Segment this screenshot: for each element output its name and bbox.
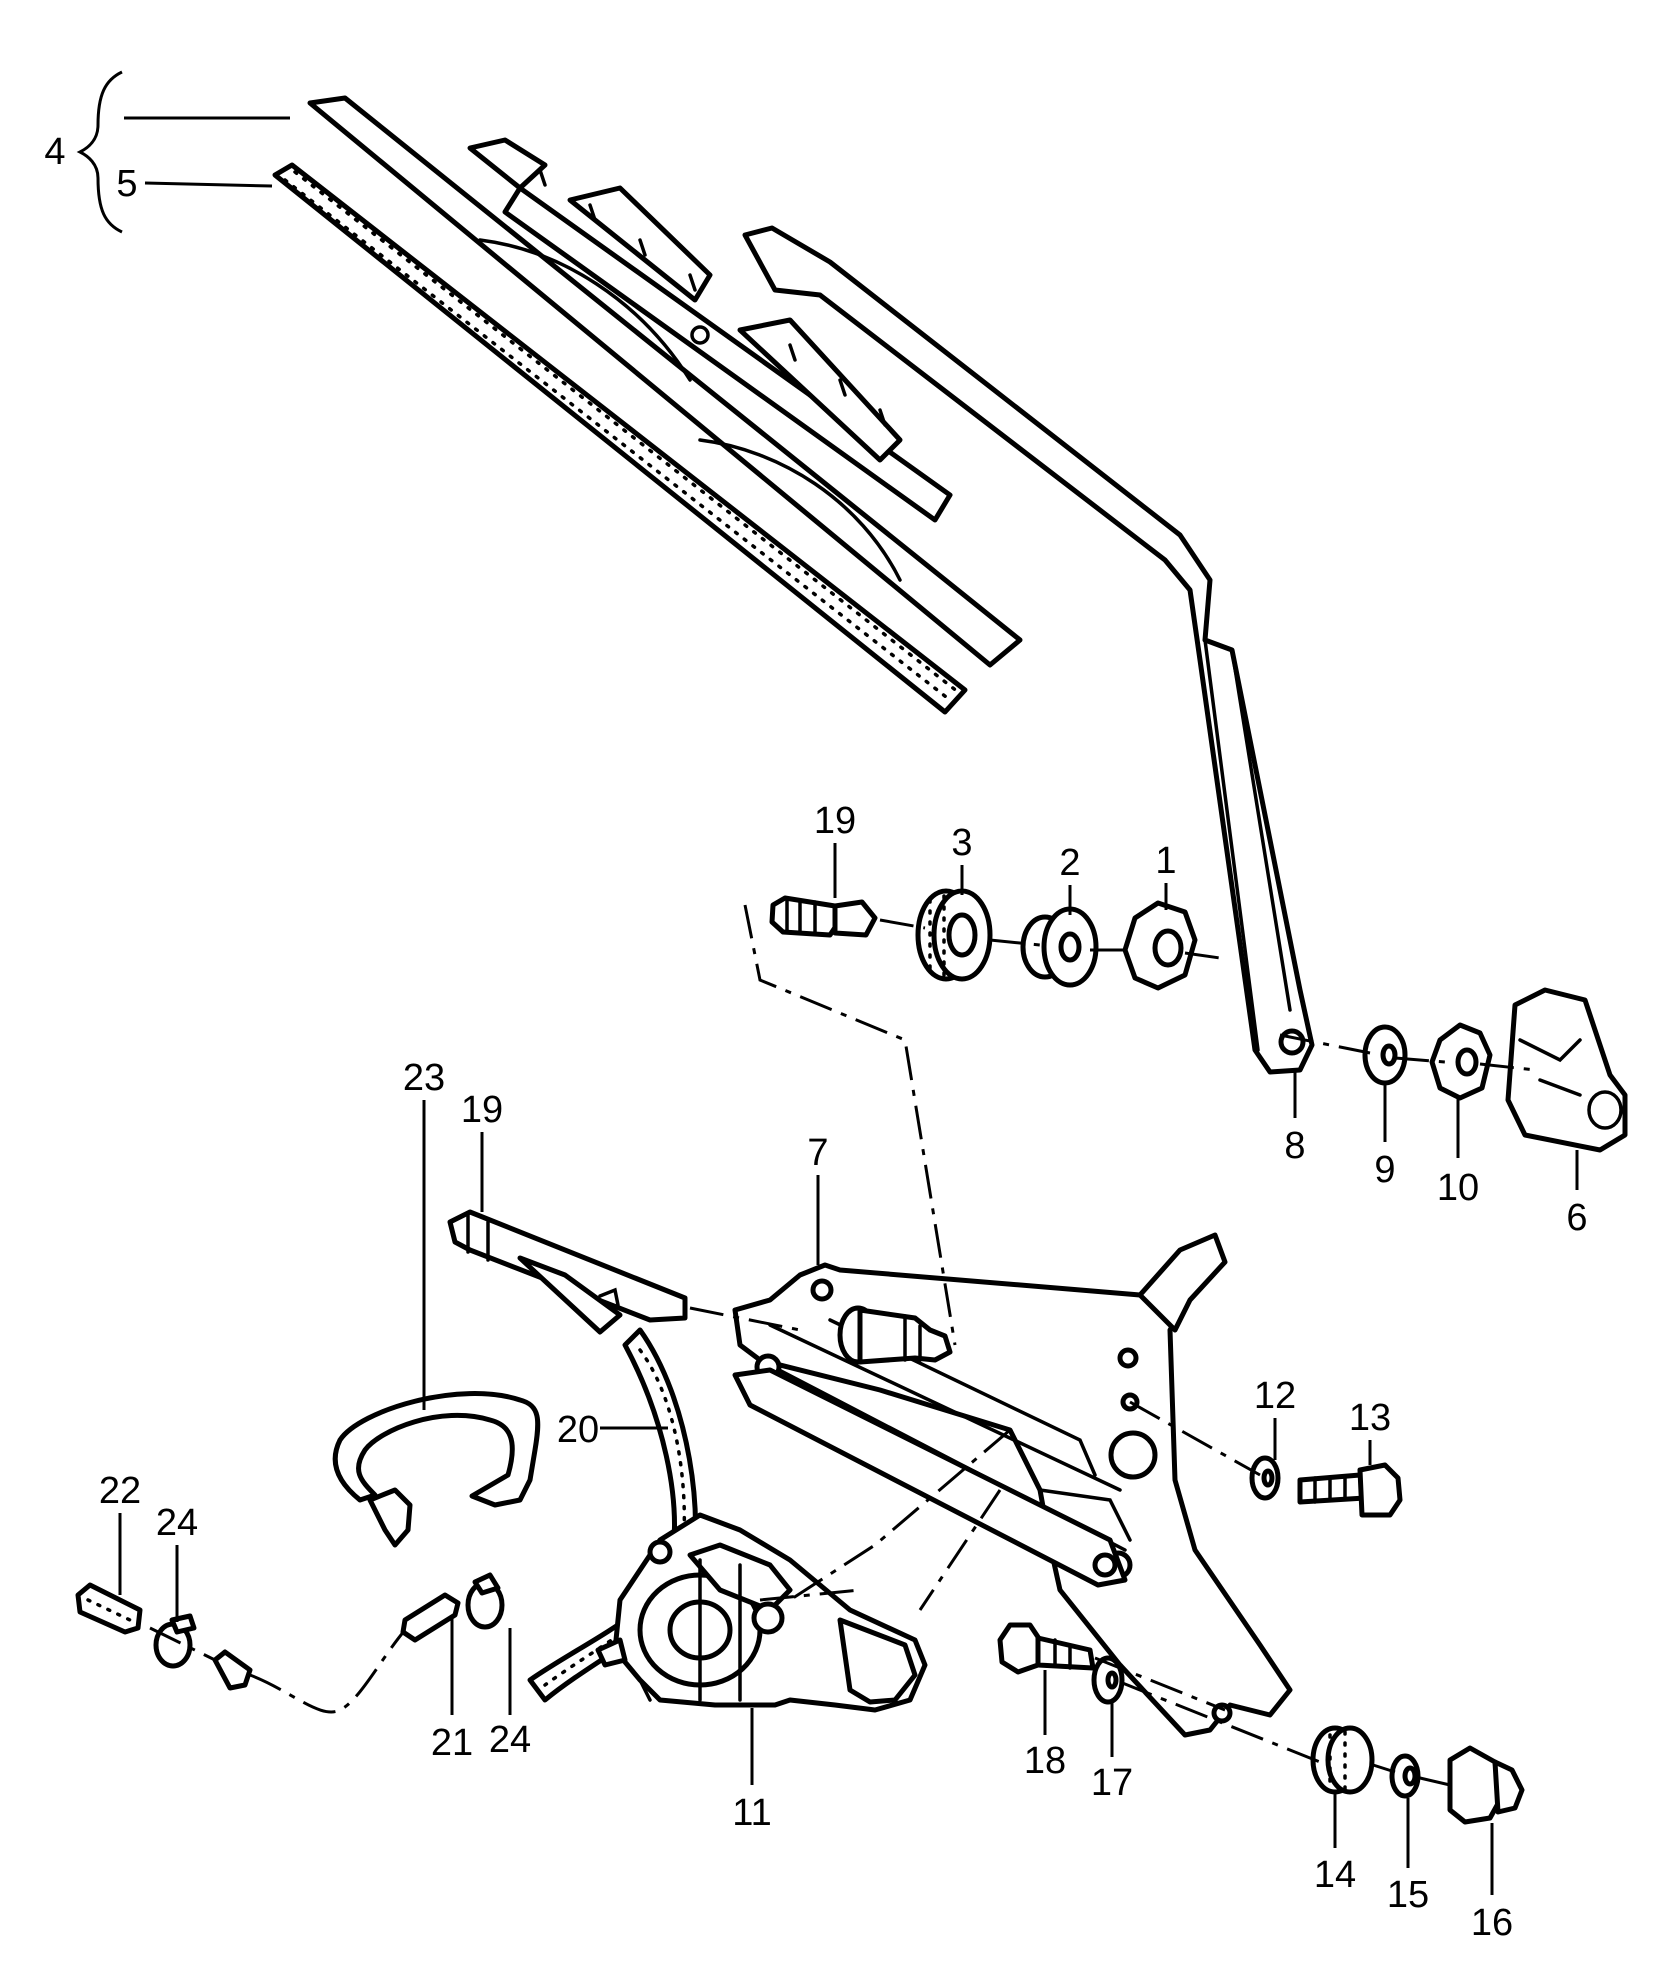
nut-1 xyxy=(1122,900,1198,991)
callout-16: 16 xyxy=(1471,1902,1513,1944)
callout-7: 7 xyxy=(807,1132,828,1174)
hose-21 xyxy=(212,1592,461,1714)
callout-1: 1 xyxy=(1155,840,1176,882)
callout-24-left: 24 xyxy=(156,1502,198,1544)
callout-4: 4 xyxy=(44,131,65,173)
washer-jet-19 xyxy=(447,1209,688,1335)
callout-23: 23 xyxy=(403,1057,445,1099)
grommet-14 xyxy=(1310,1725,1375,1795)
wiper-rubber-insert-5 xyxy=(272,162,968,715)
callout-21: 21 xyxy=(431,1722,473,1764)
callout-labels: 4 5 19 3 2 1 8 9 10 6 19 7 23 20 12 13 2… xyxy=(44,131,1587,1944)
callout-24-right: 24 xyxy=(489,1719,531,1761)
wiper-bracket-7 xyxy=(732,1232,1293,1738)
clip-24-right xyxy=(465,1572,505,1630)
callout-12: 12 xyxy=(1254,1375,1296,1417)
grommet-3 xyxy=(915,888,993,982)
bolt-18 xyxy=(997,1622,1096,1675)
hollow-bolt-19-top xyxy=(769,895,878,938)
callout-22: 22 xyxy=(99,1470,141,1512)
washer-15 xyxy=(1389,1753,1421,1799)
callout-10: 10 xyxy=(1437,1167,1479,1209)
callout-18: 18 xyxy=(1024,1740,1066,1782)
spindle-7 xyxy=(837,1305,953,1365)
washer-9 xyxy=(1362,1024,1408,1086)
callout-14: 14 xyxy=(1314,1854,1356,1896)
wiper-motor-11 xyxy=(595,1512,928,1713)
washer-17 xyxy=(1091,1655,1125,1705)
bolt-13 xyxy=(1297,1462,1403,1518)
wiper-arm-8 xyxy=(742,225,1315,1075)
callout-19-lower: 19 xyxy=(461,1089,503,1131)
leader-lines xyxy=(76,70,1579,1895)
callout-5: 5 xyxy=(116,163,137,205)
callout-19-top: 19 xyxy=(814,800,856,842)
callout-13: 13 xyxy=(1349,1397,1391,1439)
callout-3: 3 xyxy=(951,822,972,864)
callout-9: 9 xyxy=(1374,1149,1395,1191)
callout-8: 8 xyxy=(1284,1125,1305,1167)
wiper-blade-4 xyxy=(307,95,1023,668)
callout-17: 17 xyxy=(1091,1762,1133,1804)
callout-15: 15 xyxy=(1387,1874,1429,1916)
nut-10 xyxy=(1429,1022,1493,1101)
washer-12 xyxy=(1249,1455,1281,1501)
callout-11: 11 xyxy=(732,1792,771,1834)
callout-2: 2 xyxy=(1059,842,1080,884)
callout-6: 6 xyxy=(1566,1197,1587,1239)
cable-strap-23 xyxy=(332,1391,541,1548)
cap-nut-16 xyxy=(1447,1745,1525,1825)
bush-2 xyxy=(1020,906,1099,988)
callout-20: 20 xyxy=(557,1409,599,1451)
cap-6 xyxy=(1505,987,1628,1153)
assembly-lines xyxy=(149,904,1536,1787)
hose-22 xyxy=(75,1582,143,1635)
